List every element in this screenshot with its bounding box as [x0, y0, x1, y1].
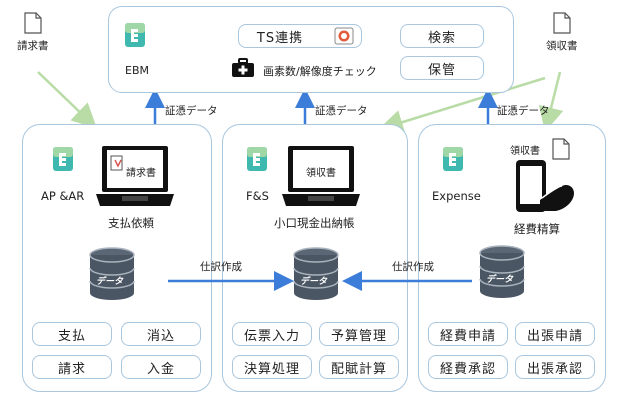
fs-button-1[interactable]: 予算管理 [319, 322, 399, 346]
fs-button-label: 決算処理 [243, 361, 300, 377]
expense-button-2[interactable]: 経費承認 [428, 355, 508, 379]
apar-database-icon [89, 247, 135, 300]
fs-button-label: 予算管理 [330, 328, 387, 344]
journal-label-right: 仕訳作成 [392, 261, 434, 273]
fs-button-label: 配賦計算 [330, 361, 387, 377]
fs-button-3[interactable]: 配賦計算 [319, 355, 399, 379]
expense-logo-icon [443, 147, 463, 171]
receipt-to-expense-arrow [538, 71, 564, 133]
ts-link-label: TS連携 [256, 30, 304, 46]
fs-app-label: F&S [246, 189, 269, 203]
expense-button-label: 経費承認 [439, 361, 496, 377]
expense-caption: 経費精算 [514, 222, 560, 236]
invoice-label: 請求書 [17, 40, 49, 52]
expense-app-label: Expense [432, 189, 481, 203]
fs-button-label: 伝票入力 [243, 328, 300, 344]
first-aid-kit-icon [232, 58, 254, 77]
receipt-document-icon [553, 12, 571, 34]
ebm-logo-icon [125, 23, 145, 47]
stamp-icon [334, 27, 354, 45]
fs-button-0[interactable]: 伝票入力 [232, 322, 312, 346]
search-label: 検索 [427, 30, 456, 46]
expense-button-label: 出張申請 [526, 328, 583, 344]
apar-button-label: 消込 [146, 328, 175, 344]
invoice-document-icon [24, 12, 42, 34]
pixel-resolution-check-label: 画素数/解像度チェック [263, 65, 377, 78]
expense-receipt-doc-icon [552, 138, 570, 160]
apar-logo-icon [53, 147, 73, 171]
fs-db-label: データ [300, 277, 328, 287]
apar-button-2[interactable]: 請求 [32, 355, 112, 379]
apar-db-label: データ [96, 277, 124, 287]
storage-label: 保管 [427, 62, 456, 78]
apar-button-label: 請求 [57, 361, 86, 377]
receipt-label: 領収書 [546, 40, 578, 52]
apar-screen-doc-label: 請求書 [126, 168, 156, 179]
journal-label-left: 仕訳作成 [200, 261, 242, 273]
expense-receipt-label: 領収書 [510, 146, 540, 157]
apar-laptop-icon [96, 146, 174, 206]
ebm-label: EBM [125, 64, 149, 77]
fs-button-2[interactable]: 決算処理 [232, 355, 312, 379]
evidence-data-label-left: 証憑データ [165, 105, 218, 117]
expense-database-icon [479, 245, 525, 298]
expense-db-label: データ [486, 275, 514, 285]
evidence-data-label-mid: 証憑データ [315, 105, 368, 117]
apar-button-0[interactable]: 支払 [32, 322, 112, 346]
expense-button-1[interactable]: 出張申請 [515, 322, 595, 346]
expense-button-0[interactable]: 経費申請 [428, 322, 508, 346]
apar-button-label: 支払 [57, 328, 86, 344]
fs-logo-icon [247, 147, 267, 171]
apar-caption: 支払依頼 [108, 216, 154, 230]
apar-button-3[interactable]: 入金 [121, 355, 201, 379]
smartphone-hand-icon [516, 160, 574, 212]
expense-button-label: 出張承認 [526, 361, 583, 377]
evidence-data-label-right: 証憑データ [497, 105, 550, 117]
invoice-to-apar-arrow [37, 71, 98, 129]
apar-button-1[interactable]: 消込 [121, 322, 201, 346]
fs-caption: 小口現金出納帳 [274, 216, 355, 230]
search-button[interactable]: 検索 [400, 24, 484, 48]
fs-screen-doc-label: 領収書 [306, 168, 336, 179]
apar-button-label: 入金 [146, 361, 175, 377]
fs-laptop-icon [282, 146, 360, 206]
expense-button-label: 経費申請 [439, 328, 496, 344]
expense-button-3[interactable]: 出張承認 [515, 355, 595, 379]
apar-app-label: AP &AR [41, 189, 85, 203]
receipt-to-fs-arrow [378, 76, 546, 135]
fs-database-icon [293, 247, 339, 300]
storage-button[interactable]: 保管 [400, 56, 484, 80]
